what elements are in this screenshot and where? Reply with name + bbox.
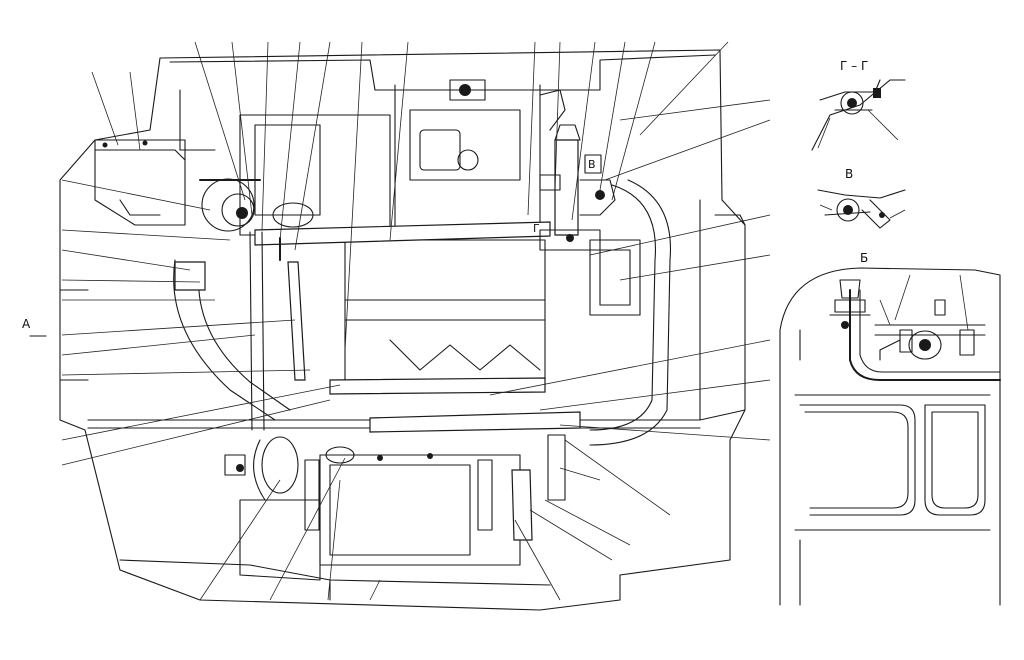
view-v: [817, 189, 906, 229]
view-v-label: В: [845, 167, 853, 181]
thermostat-housing: [539, 89, 616, 251]
marker-v-box: [584, 154, 602, 174]
marker-v-label: В: [588, 158, 596, 171]
cylinder-head: [239, 79, 541, 236]
section-g-g: [811, 79, 906, 151]
crankcase: [344, 239, 546, 381]
left-hoses: [173, 231, 291, 431]
water-pump: [199, 178, 261, 232]
view-b: [779, 267, 1001, 606]
view-b-label: Б: [860, 251, 868, 265]
expansion-tank: [94, 139, 186, 226]
right-radiator-hose: [589, 179, 672, 446]
coolant-pipes: [254, 221, 581, 433]
leader-lines: [61, 41, 771, 601]
radiator-core: [224, 434, 566, 581]
engine-block-outline: [59, 49, 746, 611]
view-a-label: А: [22, 317, 31, 331]
marker-g-label: Г: [533, 222, 540, 235]
section-g-g-label: Г – Г: [840, 59, 868, 73]
